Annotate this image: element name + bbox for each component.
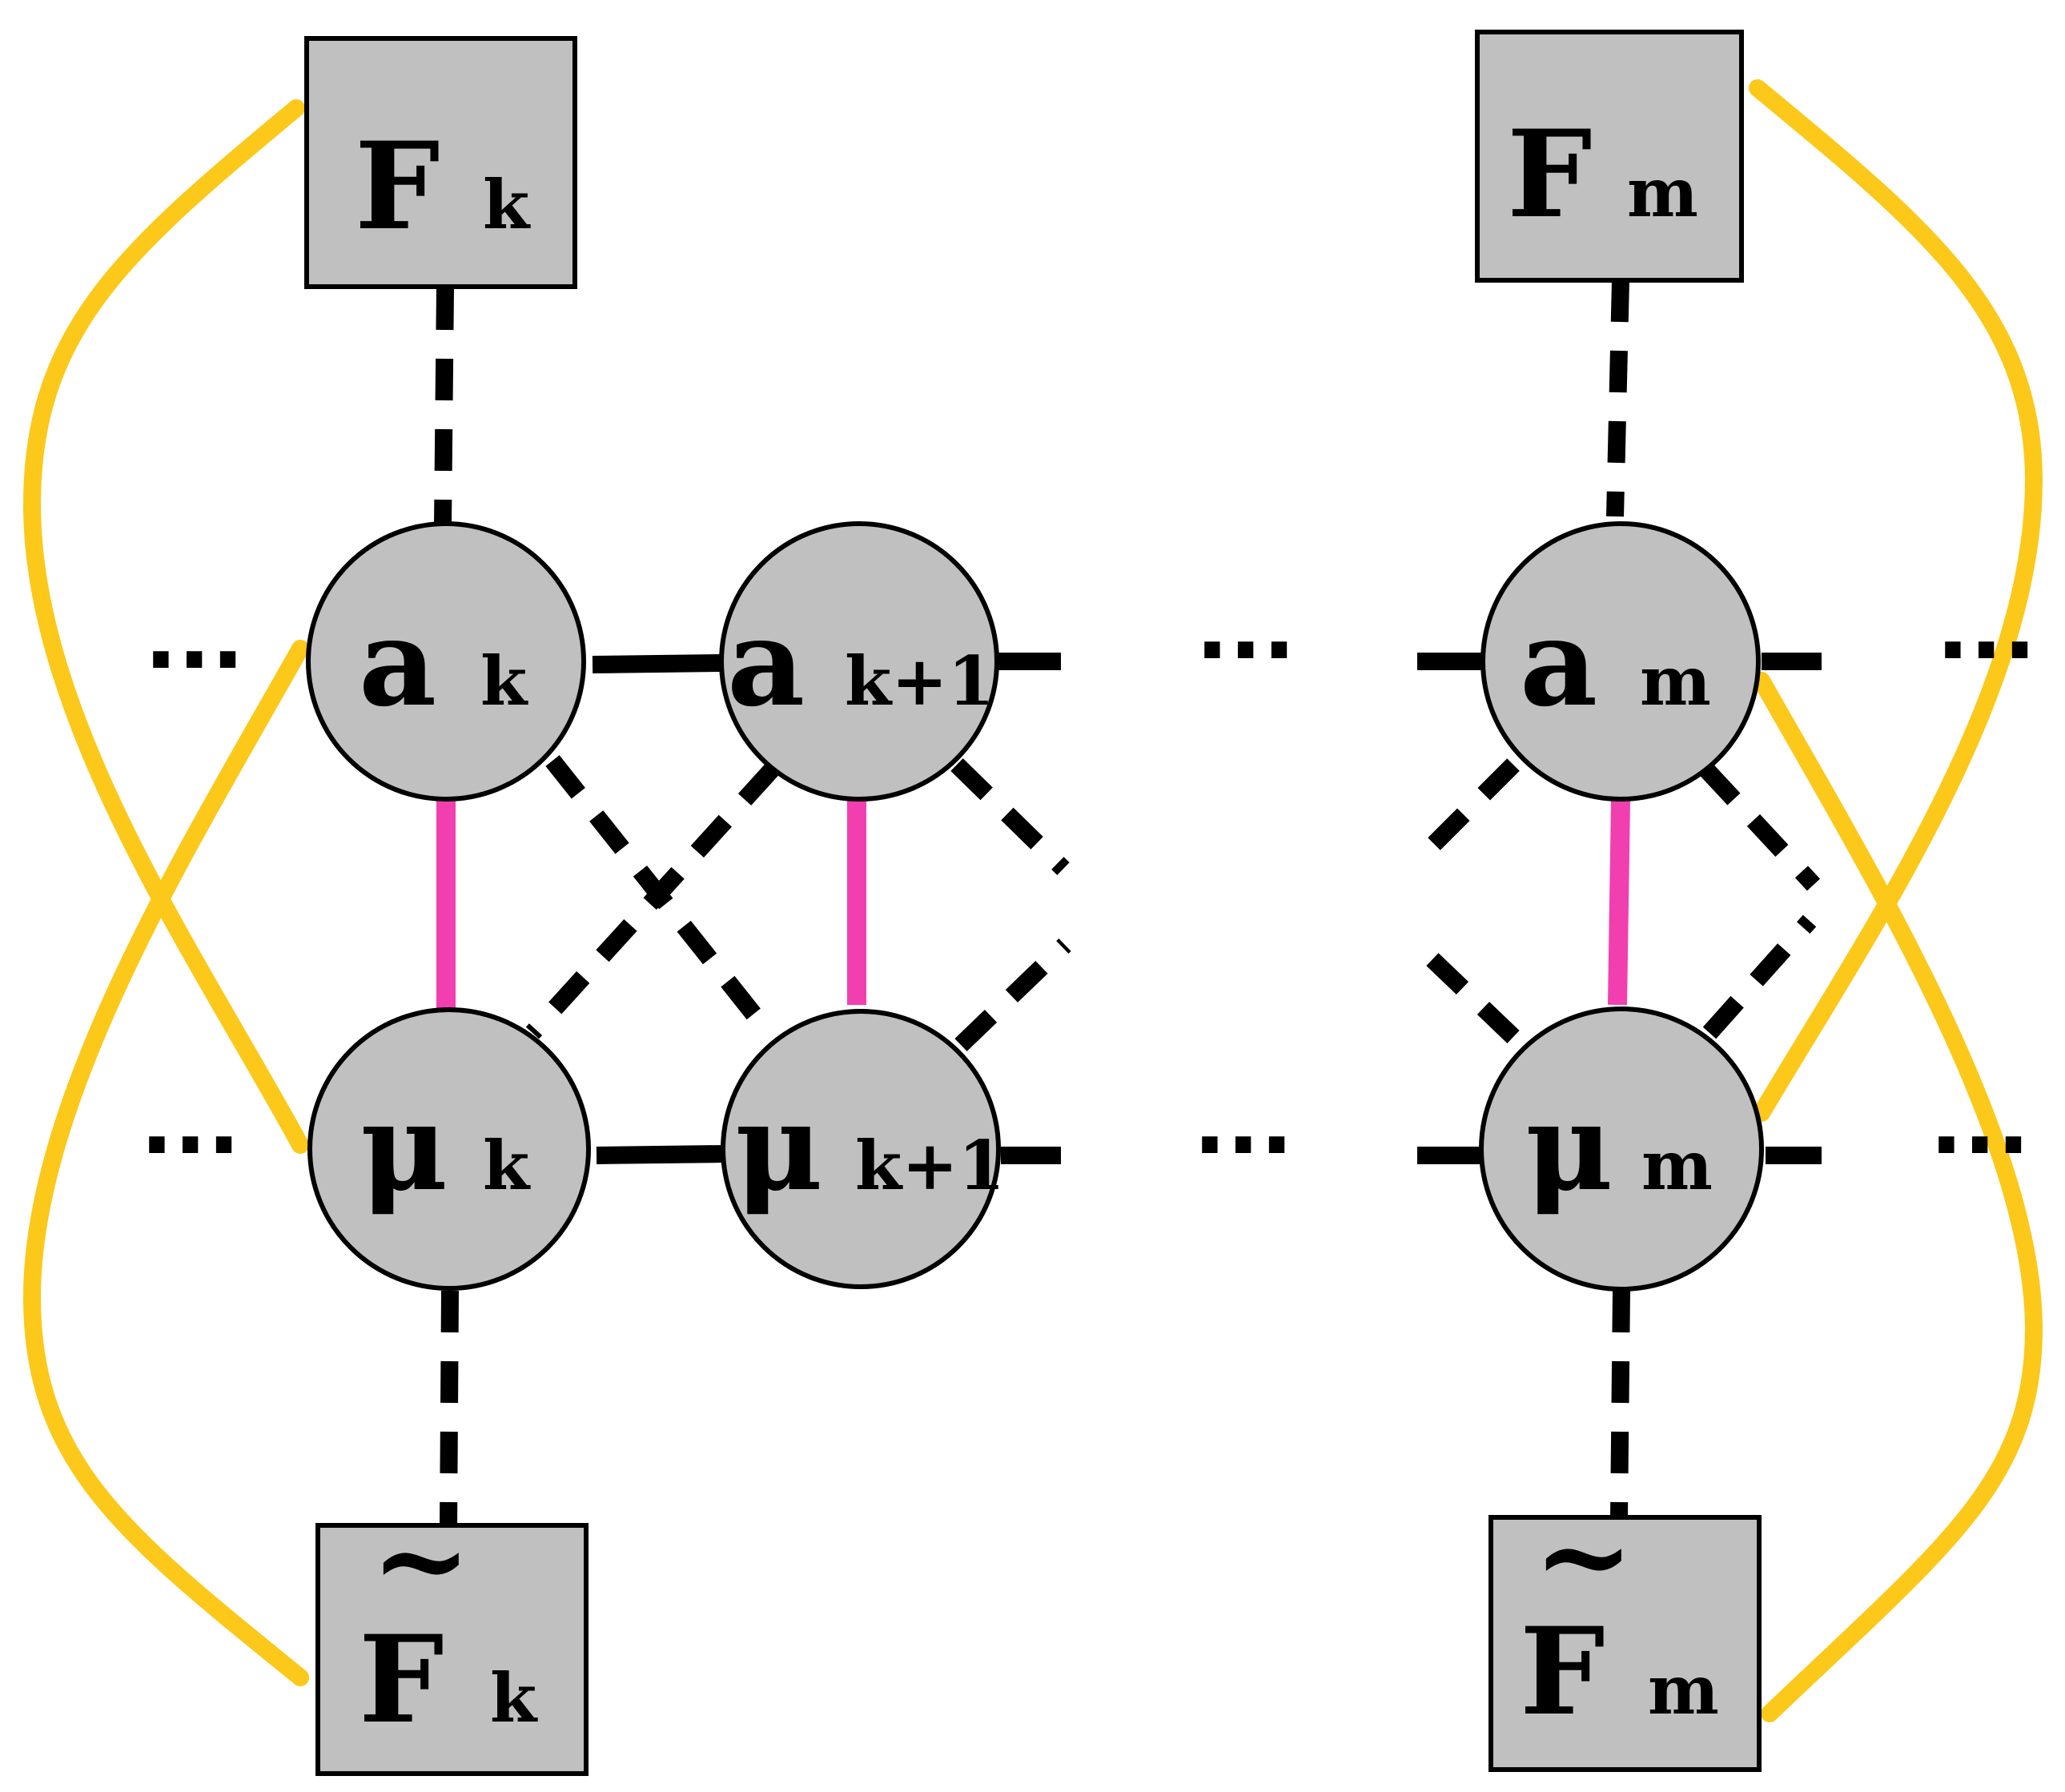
- factor-f-tilde-k: ~ F k: [315, 1489, 589, 1776]
- factor-f-tilde-m-base: F: [1520, 1601, 1605, 1742]
- factor-f-k-sub: k: [483, 165, 531, 244]
- edge-ak-ak1: [592, 654, 721, 673]
- factor-f-k-base: F: [355, 116, 440, 257]
- factor-f-tilde-m-tilde: ~: [1533, 1485, 1634, 1626]
- ellipsis-bottom-left: ···: [140, 1094, 240, 1196]
- factor-link-fk-top: [22, 99, 309, 1154]
- node-a-k1-base: a: [727, 593, 805, 733]
- node-a-k: a k: [306, 521, 586, 802]
- factor-link-fk-bottom: [22, 640, 309, 1686]
- ellipsis-top-left: ···: [144, 609, 244, 711]
- node-mu-k1-base: μ: [735, 1077, 823, 1218]
- factor-f-tilde-k-tilde: ~: [371, 1489, 472, 1630]
- factor-f-tilde-m: ~ F m: [1488, 1485, 1762, 1772]
- edge-muk-muk1: [596, 1145, 725, 1164]
- dashed-muk-ftk: [440, 1290, 459, 1530]
- ellipsis-top-middle: ···: [1195, 599, 1296, 701]
- dashed-edges: [434, 279, 1821, 1530]
- factor-f-m-base: F: [1507, 104, 1593, 245]
- node-mu-m-base: μ: [1525, 1077, 1613, 1218]
- chain-edges: [592, 653, 1822, 1164]
- node-mu-m: μ m: [1479, 1006, 1764, 1292]
- factor-f-k: F k: [304, 36, 577, 289]
- node-a-m: a m: [1480, 521, 1761, 802]
- dashed-fk-ak: [434, 287, 454, 525]
- intra-link-m: [1608, 800, 1630, 1006]
- dashed-am-right: [1698, 762, 1821, 891]
- dashed-muk1-right: [954, 938, 1071, 1051]
- factor-f-tilde-k-base: F: [359, 1609, 444, 1750]
- factor-boxes: F k F m ~ F k ~ F m: [304, 30, 1762, 1776]
- node-mu-m-sub: m: [1641, 1126, 1713, 1205]
- ellipses: ··· ··· ··· ··· ··· ···: [140, 599, 2036, 1196]
- node-a-k1: a k+1: [719, 521, 999, 802]
- node-a-m-base: a: [1520, 593, 1597, 733]
- intra-links: [436, 800, 1630, 1013]
- factor-f-tilde-m-sub: m: [1648, 1650, 1719, 1730]
- node-mu-k-base: μ: [360, 1077, 448, 1218]
- node-mu-k1-sub: k+1: [855, 1126, 1005, 1205]
- node-a-k1-sub: k+1: [845, 641, 994, 721]
- node-mu-k1: μ k+1: [721, 1009, 1005, 1289]
- ellipsis-bottom-middle: ···: [1193, 1094, 1293, 1196]
- node-mu-k-sub: k: [483, 1126, 531, 1205]
- variable-nodes: a k a k+1 a m μ k μ k+1 μ m: [306, 521, 1764, 1292]
- dashed-mum-right: [1702, 914, 1817, 1039]
- factor-link-fm-bottom: [1753, 672, 2043, 1722]
- factor-link-fm-top: [1749, 79, 2043, 1122]
- node-a-k-sub: k: [480, 641, 528, 721]
- factor-f-m-sub: m: [1627, 153, 1698, 232]
- node-mu-k: μ k: [307, 1007, 591, 1291]
- ellipsis-top-right: ···: [1936, 599, 2036, 701]
- factor-f-tilde-k-sub: k: [490, 1658, 538, 1738]
- node-a-k-base: a: [359, 593, 436, 733]
- ellipsis-bottom-right: ···: [1930, 1094, 2030, 1196]
- dashed-ak1-right: [950, 758, 1070, 875]
- dashed-fm-am: [1606, 279, 1629, 517]
- factor-f-m: F m: [1475, 30, 1744, 283]
- dashed-mum-left: [1411, 938, 1520, 1043]
- dashed-mum-ftm: [1610, 1290, 1630, 1518]
- dashed-ak1-muk: [525, 762, 780, 1039]
- dashed-am-left: [1411, 758, 1520, 867]
- node-a-m-sub: m: [1640, 641, 1711, 721]
- factor-links: [22, 79, 2043, 1722]
